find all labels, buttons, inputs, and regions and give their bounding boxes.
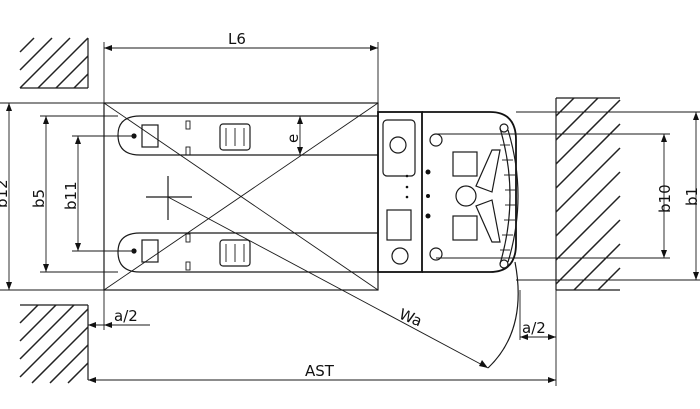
tiller-handle [452,123,519,269]
fork-upper [117,115,378,156]
dim-l6: L6 [103,30,379,103]
truck-chassis [377,111,517,273]
turning-arc [487,261,519,369]
dim-b5: b5 [30,115,118,273]
label-e: e [284,134,302,143]
wall-top-left [19,37,89,89]
dim-b10: b10 [436,133,674,259]
label-b11: b11 [62,181,80,210]
wall-right [555,97,621,291]
dim-b11: b11 [62,135,134,252]
wall-bottom-left [19,304,89,384]
label-wa: Wa [397,305,425,330]
label-b5: b5 [30,189,48,208]
dim-b1: b1 [516,111,700,281]
fork-lower [117,232,378,273]
dim-wa: Wa [167,196,489,369]
dim-a-half-right: a/2 [519,290,556,340]
dim-a-half-left: a/2 [88,290,150,330]
label-b12: b12 [0,179,11,208]
label-l6: L6 [228,30,246,48]
dim-e: e [284,116,303,155]
dim-b12: b12 [0,102,104,291]
label-a-half-right: a/2 [522,319,546,337]
dim-ast: AST [88,290,557,386]
label-b1: b1 [683,187,700,206]
label-ast: AST [305,362,335,380]
label-a-half-left: a/2 [114,307,138,325]
label-b10: b10 [656,184,674,213]
